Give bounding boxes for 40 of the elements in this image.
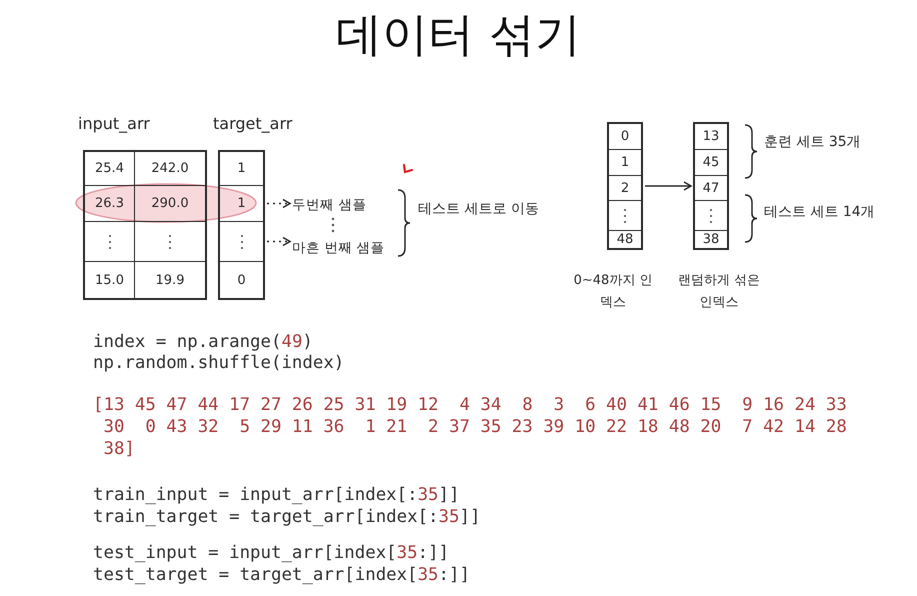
code-line: index = np.arange(49)	[93, 332, 313, 352]
table-cell: 2	[608, 175, 642, 201]
array-label: target_arr	[213, 114, 292, 133]
table-cell: 0	[219, 261, 264, 299]
code-line: train_input = input_arr[index[:35]]	[93, 485, 460, 505]
arrow	[645, 181, 692, 191]
note-label: 테스트 세트로 이동	[418, 200, 539, 218]
table-cell	[694, 200, 728, 231]
table-cell: 48	[608, 230, 642, 249]
sample-label: 마흔 번째 샘플	[292, 237, 402, 259]
table-cell: 1	[219, 151, 264, 186]
table-cell: 38	[694, 230, 728, 249]
table-cell: 45	[694, 149, 728, 176]
array-label: input_arr	[78, 114, 150, 133]
table-cell	[219, 221, 264, 262]
table-cell: 0	[608, 123, 642, 150]
title: 데이터 섞기	[336, 7, 581, 61]
table-cell: 1	[608, 149, 642, 176]
note-label: 훈련 세트 35개	[764, 133, 861, 151]
index-label: 0~48까지 인덱스	[572, 272, 654, 312]
code-line: np.random.shuffle(index)	[93, 353, 344, 373]
table-cell: 13	[694, 123, 728, 150]
table-cell	[608, 200, 642, 231]
table-cell: 15.0	[84, 261, 135, 299]
output-line: 30 0 43 32 5 29 11 36 1 21 2 37 35 23 39 10 22 18 48 20 7 42 14 28	[102, 417, 847, 437]
index-label: 랜덤하게 섞은 인덱스	[676, 272, 762, 312]
sample-label: 두번째 샘플	[292, 194, 392, 216]
arrow	[267, 198, 291, 208]
table-cell: 19.9	[134, 261, 206, 299]
table-cell: 25.4	[84, 151, 135, 186]
table-cell: 1	[219, 185, 264, 222]
table-cell: 47	[694, 175, 728, 201]
table-cell: 242.0	[134, 151, 206, 186]
note-label: 테스트 세트 14개	[764, 203, 875, 221]
arrow	[267, 236, 291, 246]
output-line: 38]	[102, 439, 135, 459]
code-line: train_target = target_arr[index[:35]]	[93, 507, 480, 527]
code-line: test_input = input_arr[index[35:]]	[93, 543, 450, 563]
output-line: [13 45 47 44 17 27 26 25 31 19 12 4 34 8 3 6 40 41 46 15 9 16 24 33	[93, 395, 847, 415]
code-line: test_target = target_arr[index[35:]]	[93, 565, 470, 585]
